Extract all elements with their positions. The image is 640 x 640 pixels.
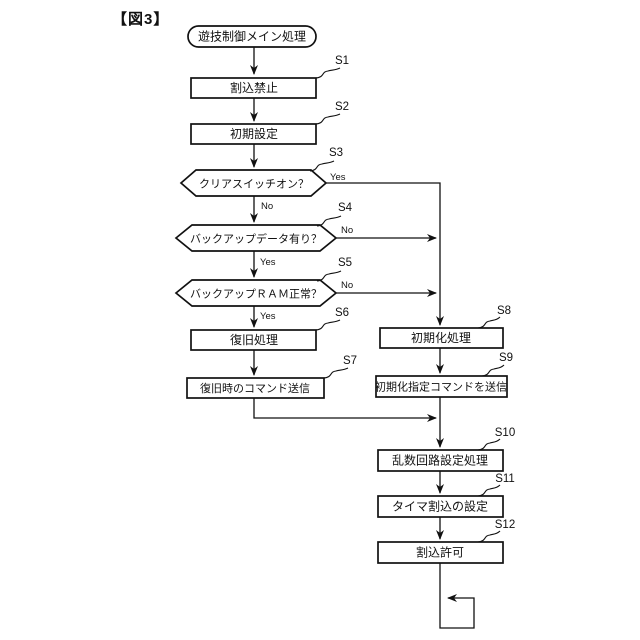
step-s4-tag: S4 <box>338 202 353 214</box>
step-s11-process: タイマ割込の設定 S11 <box>377 473 515 518</box>
step-s11-connector <box>477 484 501 497</box>
step-s10-connector <box>477 438 501 451</box>
step-s7-box <box>186 377 325 399</box>
step-s6-connector <box>315 319 341 331</box>
step-s12-connector <box>477 530 501 543</box>
s5-yes-label: Yes <box>260 311 276 322</box>
step-s9-connector <box>481 364 505 377</box>
edge-s7-to-join <box>253 398 437 422</box>
start-terminal-label: 遊技制御メイン処理 <box>198 29 306 44</box>
step-s5-tag: S5 <box>338 257 352 269</box>
step-s5-decision: バックアップＲＡＭ正常？ S5 <box>174 257 352 307</box>
step-s9-box <box>375 375 508 398</box>
step-s5-connector <box>316 270 342 282</box>
step-s2-process: 初期設定 S2 <box>190 101 349 145</box>
figure-label: 【図3】 <box>112 11 170 28</box>
step-s6-tag: S6 <box>335 307 349 319</box>
step-s7-process: 復旧時のコマンド送信 S7 <box>186 355 357 399</box>
step-s12-box <box>377 541 504 564</box>
step-s9-label: 初期化指定コマンドを送信 <box>375 380 507 394</box>
s5-no-label: No <box>341 280 353 291</box>
step-s4-decision: バックアップデータ有り？ S4 <box>174 202 353 252</box>
step-s1-tag: S1 <box>335 55 349 67</box>
step-s12-label: 割込許可 <box>416 545 464 560</box>
step-s10-tag: S10 <box>495 427 515 439</box>
start-terminal-shape <box>187 25 317 48</box>
step-s1-process: 割込禁止 S1 <box>190 55 349 99</box>
step-s6-label: 復旧処理 <box>230 332 278 347</box>
step-s7-label: 復旧時のコマンド送信 <box>200 381 310 395</box>
step-s11-box <box>377 495 504 518</box>
step-s11-label: タイマ割込の設定 <box>392 499 488 514</box>
start-terminal: 遊技制御メイン処理 <box>187 25 317 48</box>
step-s5-hexagon <box>174 279 338 307</box>
step-s2-connector <box>315 113 341 125</box>
s4-no-label: No <box>341 225 353 236</box>
step-s3-connector <box>309 160 335 172</box>
step-s8-process: 初期化処理 S8 <box>379 305 511 349</box>
step-s6-box <box>190 329 317 351</box>
step-s3-decision: クリアスイッチオン？ S3 <box>179 147 343 197</box>
step-s1-label: 割込禁止 <box>230 80 278 95</box>
step-s8-tag: S8 <box>497 305 511 317</box>
step-s1-box <box>190 77 317 99</box>
edge-s12-endless-loop <box>439 563 475 629</box>
s3-yes-label: Yes <box>330 172 346 183</box>
step-s7-tag: S7 <box>343 355 357 367</box>
step-s4-hexagon <box>174 224 338 252</box>
step-s5-label: バックアップＲＡＭ正常？ <box>190 288 322 301</box>
step-s3-tag: S3 <box>329 147 343 159</box>
step-s8-connector <box>477 316 501 329</box>
step-s9-tag: S9 <box>499 352 513 364</box>
step-s2-box <box>190 123 317 145</box>
step-s1-connector <box>315 67 341 79</box>
step-s10-box <box>377 449 504 472</box>
step-s3-label: クリアスイッチオン？ <box>199 178 309 191</box>
step-s12-process: 割込許可 S12 <box>377 519 515 564</box>
step-s10-label: 乱数回路設定処理 <box>392 453 488 468</box>
step-s11-tag: S11 <box>495 473 515 485</box>
flow-edges <box>250 47 475 629</box>
step-s3-hexagon <box>179 169 328 197</box>
s4-yes-label: Yes <box>260 257 276 268</box>
step-s7-connector <box>323 367 349 379</box>
step-s10-process: 乱数回路設定処理 S10 <box>377 427 515 472</box>
step-s12-tag: S12 <box>495 519 515 531</box>
step-s4-label: バックアップデータ有り？ <box>190 232 322 246</box>
step-s8-label: 初期化処理 <box>411 331 471 345</box>
step-s8-box <box>379 327 504 349</box>
s3-no-label: No <box>261 201 273 212</box>
step-s2-tag: S2 <box>335 101 349 113</box>
step-s4-connector <box>316 215 342 227</box>
step-s9-process: 初期化指定コマンドを送信 S9 <box>375 352 513 398</box>
step-s2-label: 初期設定 <box>230 126 278 141</box>
step-s6-process: 復旧処理 S6 <box>190 307 349 351</box>
edge-s3-yes-to-s8 <box>326 182 444 326</box>
branch-labels: Yes No No Yes No Yes <box>260 172 353 322</box>
